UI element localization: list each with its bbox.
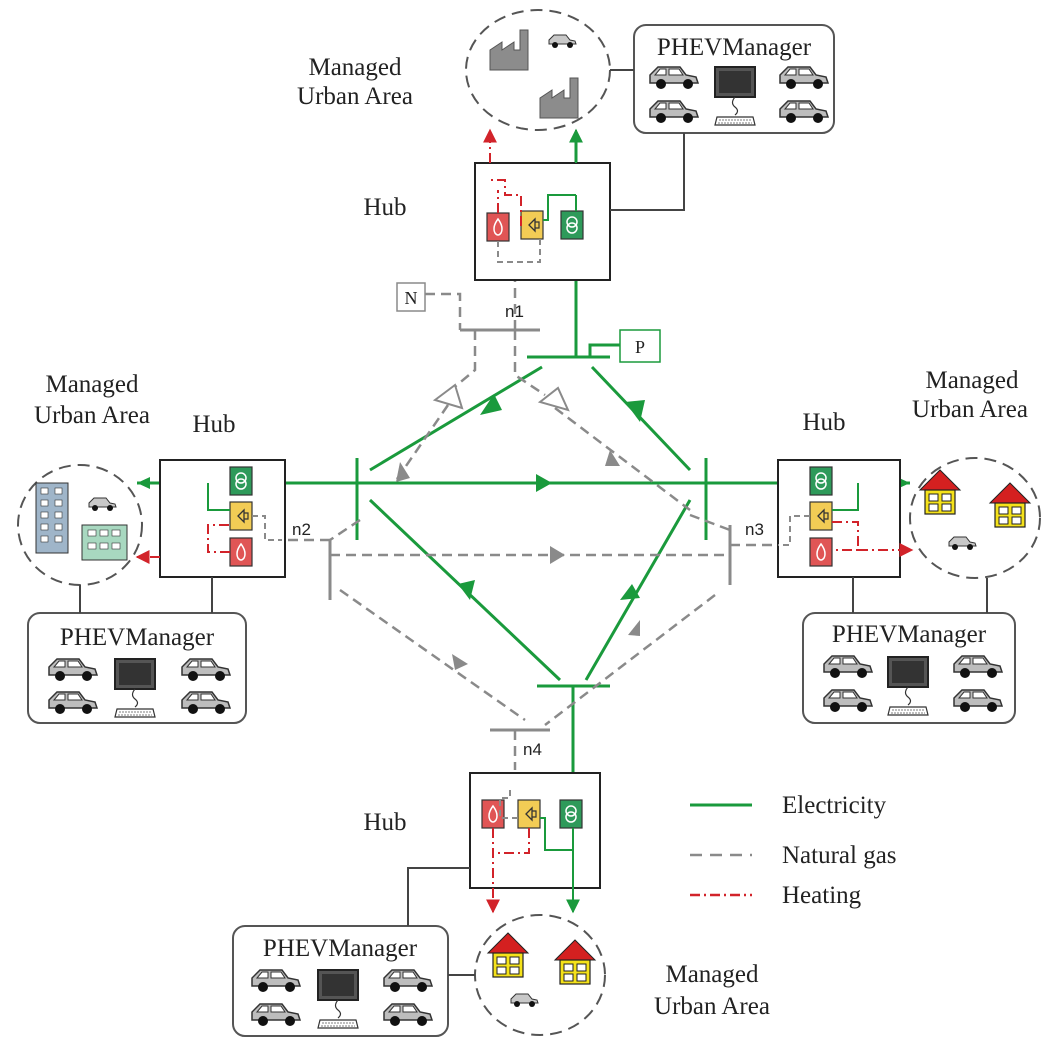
- phev-manager-left: PHEVManager: [27, 612, 247, 724]
- source-n-label: N: [405, 288, 418, 308]
- mua-left-line2: Urban Area: [34, 402, 150, 429]
- top-urban-area: [465, 9, 611, 131]
- hub-left-label: Hub: [192, 411, 235, 438]
- legend: Electricity Natural gas Heating: [690, 792, 897, 909]
- mua-right-line2: Urban Area: [912, 396, 1028, 423]
- gas-source-n: N: [396, 282, 426, 312]
- phev-manager-right: PHEVManager: [802, 612, 1016, 724]
- legend-heating-label: Heating: [782, 882, 862, 909]
- hub-bottom-label: Hub: [363, 809, 406, 836]
- electric-flow-arrows: [137, 394, 910, 600]
- hub-left: [159, 459, 286, 578]
- source-p-label: P: [635, 337, 645, 357]
- node-n2-label: n2: [292, 520, 311, 539]
- hub-right-label: Hub: [802, 409, 845, 436]
- phev-manager-bottom: PHEVManager: [232, 925, 449, 1037]
- node-n1-label: n1: [505, 302, 524, 321]
- gas-flow-arrows: [396, 450, 640, 670]
- hub-top-label: Hub: [363, 194, 406, 221]
- legend-electricity-label: Electricity: [782, 792, 887, 819]
- power-source-p: P: [619, 329, 661, 363]
- right-urban-area: [909, 457, 1041, 579]
- legend-gas-label: Natural gas: [782, 842, 897, 869]
- hub-bottom: [469, 772, 601, 889]
- mua-left-line1: Managed: [45, 371, 139, 398]
- gas-compressor-icon: [432, 383, 570, 412]
- mua-right-line1: Managed: [925, 367, 1019, 394]
- mua-top-line2: Urban Area: [297, 83, 413, 110]
- hub-top: [474, 162, 611, 281]
- phev-right-title: PHEVManager: [832, 621, 987, 648]
- phev-left-title: PHEVManager: [60, 624, 215, 651]
- phev-manager-top: PHEVManager: [633, 24, 835, 134]
- mua-top-line1: Managed: [308, 54, 402, 81]
- bottom-urban-area: [474, 914, 606, 1036]
- mua-bottom-line1: Managed: [665, 961, 759, 988]
- phev-bottom-title: PHEVManager: [263, 935, 418, 962]
- node-n4-label: n4: [523, 740, 542, 759]
- hub-right: [777, 459, 901, 578]
- mua-bottom-line2: Urban Area: [654, 993, 770, 1020]
- left-urban-area: [17, 464, 143, 586]
- node-n3-label: n3: [745, 520, 764, 539]
- phev-top-title: PHEVManager: [657, 34, 812, 61]
